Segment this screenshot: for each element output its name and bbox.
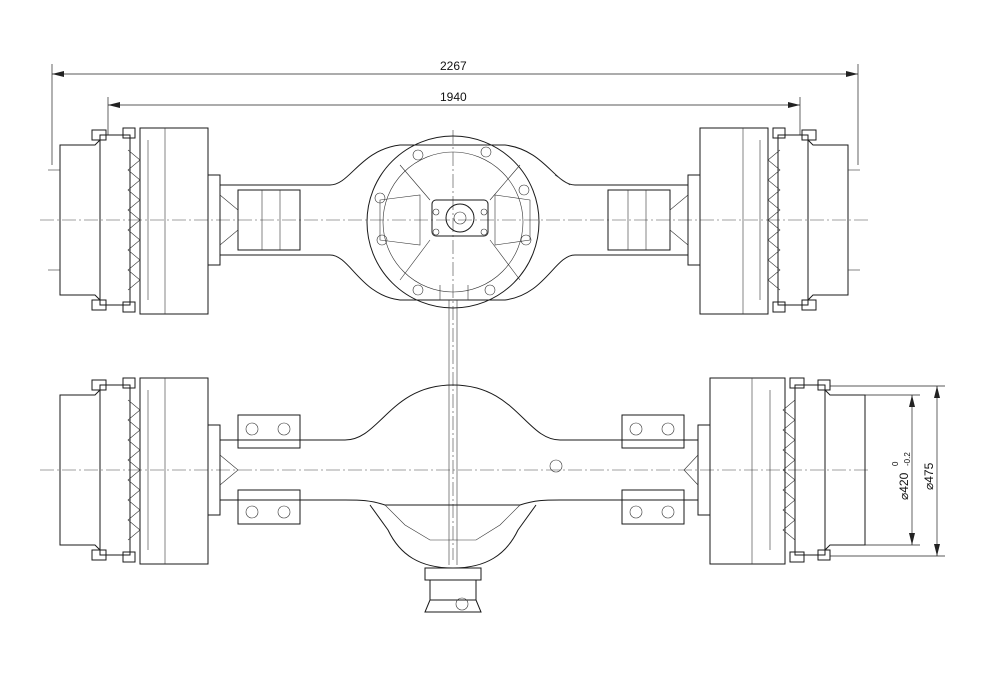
differential-top [366, 135, 571, 309]
dimension-label-1940: 1940 [440, 90, 467, 104]
dimension-label-475: ⌀475 [922, 462, 936, 490]
left-hub-top [48, 127, 221, 315]
axle-front-view [40, 300, 870, 613]
dimension-track-width: 1940 [107, 90, 801, 135]
left-hub-front [59, 377, 221, 565]
dimension-label-2267: 2267 [440, 59, 467, 73]
right-hub-top [687, 127, 860, 315]
dimension-diameters: ⌀420 0 -0.2 ⌀475 [830, 385, 945, 557]
dimension-tolerance-lower: -0.2 [903, 452, 912, 466]
axle-housing-top [219, 144, 689, 301]
axle-top-view [40, 127, 870, 560]
right-hub-front [697, 377, 866, 565]
axle-housing-front [219, 384, 699, 525]
dimension-label-420: ⌀420 [897, 472, 911, 500]
dimension-overall-width: 2267 [51, 59, 859, 165]
dimension-tolerance-upper: 0 [891, 461, 900, 466]
differential-front [369, 504, 537, 613]
